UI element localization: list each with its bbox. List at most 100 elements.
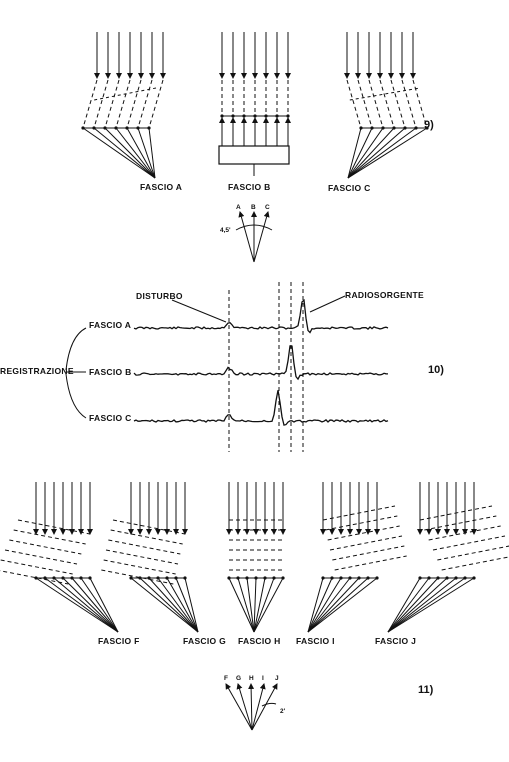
delay-line-dashed — [148, 79, 164, 129]
registrazione-label: REGISTRAZIONE — [0, 366, 74, 376]
convergence-line — [387, 577, 421, 633]
convergence-line — [347, 127, 406, 179]
convergence-line — [246, 577, 255, 633]
direction-letter-i: I — [262, 675, 264, 682]
direction-letter-f: F — [224, 675, 228, 682]
convergence-line — [104, 127, 156, 179]
convergence-line — [253, 577, 284, 633]
direction-arrow — [251, 683, 278, 731]
convergence-line — [387, 577, 448, 633]
direction-arrow — [225, 683, 253, 731]
figure-11-number: 11) — [418, 684, 434, 696]
direction-letter-g: G — [236, 675, 241, 682]
convergence-line — [62, 577, 119, 633]
delay-line-dashed — [357, 79, 373, 129]
convergence-line — [307, 577, 333, 633]
beam-c-diagram — [344, 32, 429, 179]
convergence-line — [307, 577, 342, 633]
beam-h-label: FASCIO H — [238, 636, 281, 646]
beam-directions-abc — [235, 211, 273, 263]
convergence-line — [115, 127, 156, 179]
recording-trace — [133, 298, 389, 334]
beam-directions-fghij — [225, 683, 278, 731]
convergence-line — [166, 577, 199, 633]
delay-line-dashed — [137, 79, 153, 129]
beams-f-to-j-diagram — [0, 482, 509, 633]
convergence-line — [137, 127, 156, 179]
delay-line-dashed — [9, 539, 82, 555]
convergence-line — [253, 577, 266, 633]
convergence-line — [253, 577, 275, 633]
direction-arrow — [253, 211, 270, 263]
delay-line-dashed — [110, 529, 183, 545]
convergence-line — [347, 127, 417, 179]
convergence-line — [139, 577, 199, 633]
delay-line-dashed — [103, 559, 176, 575]
disturbo-leader — [171, 299, 227, 323]
combiner-box — [218, 145, 290, 165]
delay-line-dashed — [327, 525, 400, 541]
direction-letter-c: C — [265, 204, 270, 211]
convergence-line — [80, 577, 119, 633]
disturbo-label: DISTURBO — [136, 291, 183, 301]
beam-f-label: FASCIO F — [98, 636, 140, 646]
delay-line-dashed — [82, 79, 98, 129]
convergence-line — [387, 577, 475, 633]
convergence-line — [253, 577, 257, 633]
radiosorgente-leader — [309, 295, 346, 313]
convergence-line — [148, 127, 156, 179]
convergence-line — [71, 577, 119, 633]
delay-line-dashed — [419, 505, 493, 521]
convergence-line — [347, 127, 373, 179]
convergence-line — [387, 577, 466, 633]
delay-line-dashed — [368, 79, 384, 129]
delay-line-dashed — [332, 545, 405, 561]
direction-arrow — [248, 683, 255, 731]
beam-g-label: FASCIO G — [183, 636, 226, 646]
direction-arrow — [251, 683, 266, 731]
bracket-lower — [65, 373, 87, 419]
delay-line-dashed — [17, 519, 91, 535]
direction-letter-b: B — [251, 204, 256, 211]
convergence-line — [126, 127, 156, 179]
convergence-line — [35, 577, 119, 633]
delay-line-dashed — [412, 79, 428, 129]
delay-line-dashed — [115, 79, 131, 129]
delay-line-dashed — [441, 556, 509, 571]
convergence-line — [307, 577, 351, 633]
wavefront-line — [349, 87, 421, 101]
delay-line-dashed — [105, 549, 179, 565]
convergence-line — [175, 577, 199, 633]
recording-trace — [133, 390, 389, 426]
convergence-line — [307, 577, 360, 633]
convergence-line — [387, 577, 430, 633]
radiosorgente-label: RADIOSORGENTE — [345, 290, 424, 300]
angle-arc — [261, 702, 277, 707]
direction-letter-a: A — [236, 204, 241, 211]
convergence-line — [44, 577, 119, 633]
convergence-line — [228, 577, 255, 633]
wavefront-line — [94, 87, 157, 101]
delay-line-dashed — [424, 515, 497, 531]
delay-line-dashed — [346, 79, 362, 129]
delay-line-dashed — [101, 569, 174, 585]
convergence-line — [307, 577, 369, 633]
convergence-line — [148, 577, 199, 633]
delay-line-dashed — [329, 535, 403, 551]
convergence-line — [93, 127, 156, 179]
delay-line-dashed — [13, 529, 86, 545]
beam-b-label: FASCIO B — [228, 182, 271, 192]
convergence-line — [82, 127, 156, 179]
delay-line-dashed — [437, 545, 509, 561]
convergence-line — [53, 577, 119, 633]
delay-line-dashed — [322, 505, 396, 521]
beam-a-label: FASCIO A — [140, 182, 182, 192]
convergence-line — [387, 577, 457, 633]
delay-line-dashed — [0, 559, 73, 575]
delay-line-dashed — [325, 515, 398, 531]
direction-arrow — [238, 211, 255, 263]
recording-traces — [65, 282, 389, 452]
convergence-line — [237, 577, 255, 633]
angle-label-11: 2' — [280, 708, 286, 715]
